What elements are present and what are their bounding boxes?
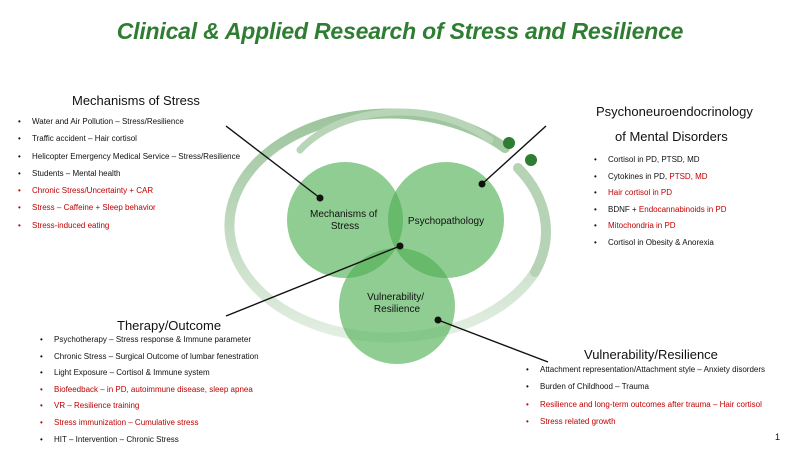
circle-mechanisms-of-stress	[287, 162, 403, 278]
list-item: BDNF + Endocannabinoids in PD	[594, 205, 727, 215]
connector-pne-dot	[478, 180, 486, 188]
ring-dot-right	[525, 154, 537, 166]
list-item-text: Endocannabinoids in PD	[638, 204, 727, 214]
list-item-text: Mitochondria in PD	[608, 221, 676, 231]
circle-vulnerability-resilience	[339, 248, 455, 364]
list-item: Cytokines in PD, PTSD, MD	[594, 172, 727, 182]
list-item: Mitochondria in PD	[594, 221, 727, 231]
list-vulnerability-resilience: Attachment representation/Attachment sty…	[526, 365, 765, 434]
list-item-text: Cortisol in PD, PTSD, MD	[608, 155, 700, 164]
list-item: Cortisol in Obesity & Anorexia	[594, 238, 727, 248]
list-item: Stress immunization – Cumulative stress	[40, 418, 259, 428]
list-item: Students – Mental health	[18, 169, 240, 179]
connector-mechanisms	[225, 125, 321, 199]
list-item: Traffic accident – Hair cortisol	[18, 134, 240, 144]
connector-pne	[481, 125, 547, 185]
list-item-text: Cortisol in Obesity & Anorexia	[608, 237, 714, 247]
list-item: Burden of Childhood – Trauma	[526, 382, 765, 392]
connector-vulnerability	[437, 319, 549, 363]
list-therapy-outcome: Psychotherapy – Stress response & Immune…	[40, 335, 259, 451]
heading-pne-line1: Psychoneuroendocrinology	[596, 104, 753, 119]
list-item: Stress related growth	[526, 417, 765, 427]
list-item: Psychotherapy – Stress response & Immune…	[40, 335, 259, 345]
list-item: Hair cortisol in PD	[594, 188, 727, 198]
connector-therapy	[225, 245, 401, 317]
list-item-text: Hair cortisol in PD	[608, 188, 673, 198]
circle-label-vulnerability: Vulnerability/ Resilience	[367, 292, 427, 315]
list-item-text: BDNF +	[608, 204, 639, 214]
page-title: Clinical & Applied Research of Stress an…	[116, 18, 684, 44]
connector-vulnerability-dot	[434, 316, 442, 324]
outer-ring-arc-right	[513, 163, 551, 277]
list-item: Attachment representation/Attachment sty…	[526, 365, 765, 375]
list-item: Stress-induced eating	[18, 221, 240, 231]
list-item: VR – Resilience training	[40, 401, 259, 411]
list-item: HIT – Intervention – Chronic Stress	[40, 435, 259, 445]
connector-therapy-dot	[396, 242, 404, 250]
list-mechanisms-of-stress: Water and Air Pollution – Stress/Resilie…	[18, 117, 240, 238]
circle-label-mechanisms: Mechanisms of Stress	[310, 209, 380, 232]
list-item: Stress – Caffeine + Sleep behavior	[18, 203, 240, 213]
connector-mechanisms-dot	[316, 194, 324, 202]
heading-therapy-outcome: Therapy/Outcome	[117, 318, 222, 333]
heading-mechanisms-of-stress: Mechanisms of Stress	[72, 93, 200, 108]
list-item: Resilience and long-term outcomes after …	[526, 400, 765, 410]
list-item: Chronic Stress – Surgical Outcome of lum…	[40, 352, 259, 362]
list-item: Biofeedback – in PD, autoimmune disease,…	[40, 385, 259, 395]
list-item-text: PTSD, MD	[669, 171, 708, 181]
list-item: Chronic Stress/Uncertainty + CAR	[18, 186, 240, 196]
heading-pne-line2: of Mental Disorders	[615, 129, 728, 144]
ring-dot-top	[503, 137, 515, 149]
list-item: Water and Air Pollution – Stress/Resilie…	[18, 117, 240, 127]
list-item: Light Exposure – Cortisol & Immune syste…	[40, 368, 259, 378]
circle-label-psychopathology: Psychopathology	[408, 216, 484, 227]
list-item-text: Cytokines in PD,	[608, 171, 670, 181]
circle-psychopathology	[388, 162, 504, 278]
list-item: Helicopter Emergency Medical Service – S…	[18, 152, 240, 162]
list-item: Cortisol in PD, PTSD, MD	[594, 155, 727, 165]
heading-vulnerability-resilience: Vulnerability/Resilience	[584, 347, 718, 362]
outer-ring-arc-top-inner	[296, 108, 494, 154]
list-psychoneuroendocrinology: Cortisol in PD, PTSD, MD Cytokines in PD,…	[594, 155, 727, 255]
page-number: 1	[774, 432, 780, 442]
